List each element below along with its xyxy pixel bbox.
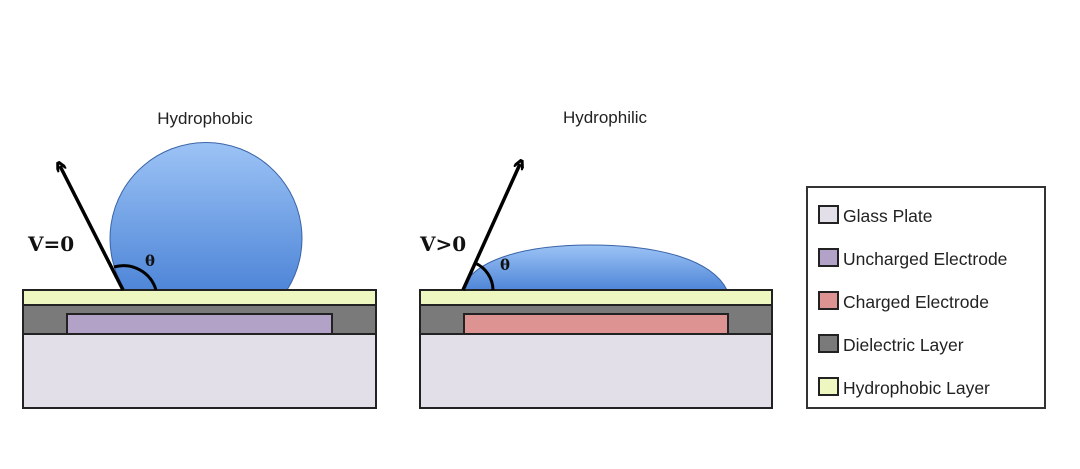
glass-plate [419,333,773,409]
theta-label: θ [145,252,155,270]
voltage-label: V>0 [419,232,466,256]
legend-label: Glass Plate [843,206,932,226]
legend-item-hydrophobic-layer: Hydrophobic Layer [818,377,990,398]
legend-label: Hydrophobic Layer [843,378,990,398]
angle-arc [113,264,158,291]
hydrophilic-panel: Hydrophilic θ V>0 [419,108,773,409]
panel-title: Hydrophilic [563,108,648,127]
angle-arc [474,261,495,291]
voltage-label: V=0 [27,232,74,256]
legend: Glass Plate Uncharged Electrode Charged … [806,186,1046,409]
legend-label: Dielectric Layer [843,335,964,355]
panel-title: Hydrophobic [157,109,253,128]
legend-item-dielectric-layer: Dielectric Layer [818,334,964,355]
droplet [109,142,303,291]
legend-label: Charged Electrode [843,292,989,312]
contact-angle-arrow [461,164,520,291]
charged-electrode [463,313,729,335]
legend-item-uncharged-electrode: Uncharged Electrode [818,248,1007,269]
uncharged-electrode [66,313,333,335]
legend-item-glass-plate: Glass Plate [818,205,932,226]
theta-label: θ [500,256,510,274]
legend-item-charged-electrode: Charged Electrode [818,291,989,312]
hydrophobic-panel: Hydrophobic θ V=0 [22,109,377,409]
hydrophobic-layer [419,289,773,306]
contact-angle-arrow [60,166,125,291]
hydrophobic-layer [22,289,377,306]
glass-plate [22,333,377,409]
legend-label: Uncharged Electrode [843,249,1007,269]
